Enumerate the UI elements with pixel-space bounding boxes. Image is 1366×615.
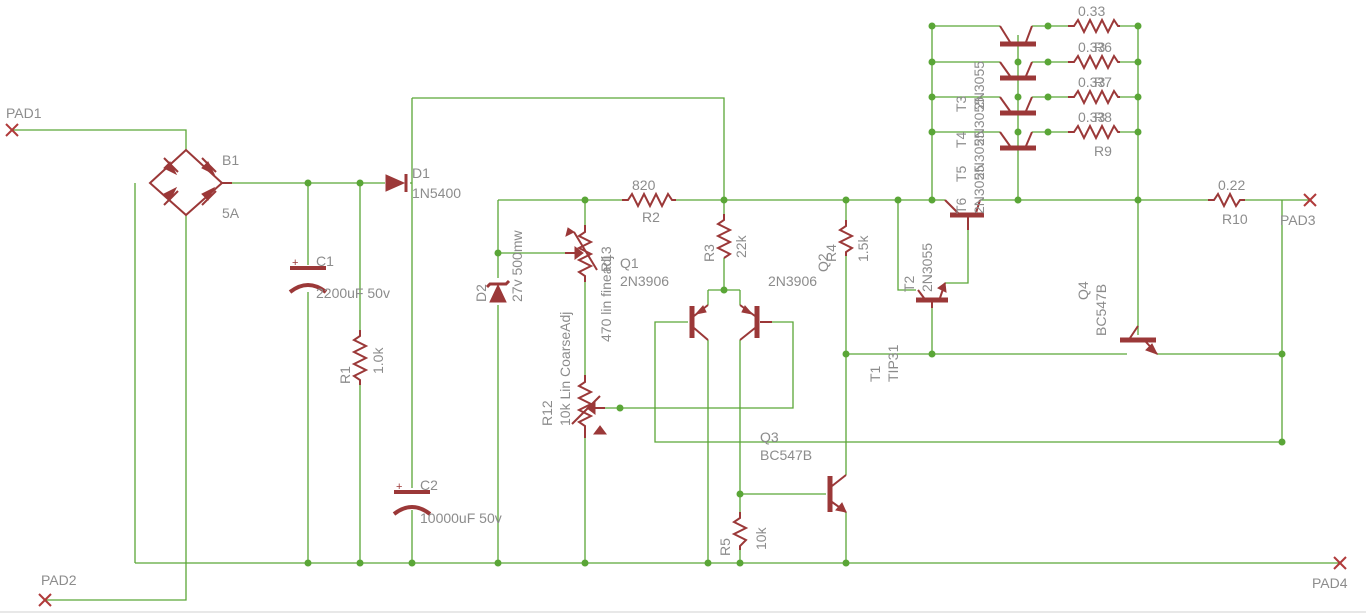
potentiometer-r13-symbol: [565, 225, 598, 282]
resistor-r1-symbol: [351, 330, 369, 385]
t4-value: 2N3055: [971, 97, 987, 146]
resistor-r4-symbol: [837, 220, 855, 256]
t2-name: T2: [901, 275, 917, 292]
resistor-r2-symbol: [622, 191, 676, 209]
d1-value: 1N5400: [412, 185, 461, 201]
t5-value: 2N3055: [971, 131, 987, 180]
bridge-rectifier-symbol: [148, 148, 232, 217]
q4-value: BC547B: [1093, 284, 1109, 336]
pad-4-label: PAD4: [1312, 575, 1348, 591]
q1-value: 2N3906: [620, 273, 669, 289]
resistor-r10-symbol: [1208, 191, 1245, 209]
t6-value: 2N3055: [971, 165, 987, 214]
t5-name: T5: [953, 165, 969, 182]
bridge-name: B1: [222, 152, 239, 168]
c1-value: 2200uF 50v: [316, 285, 390, 301]
r13-name: R13: [598, 246, 614, 272]
q3-name: Q3: [760, 429, 779, 445]
q2-name: Q2: [815, 253, 831, 272]
pad-2-marker: [38, 593, 52, 607]
r5-value: 10k: [753, 526, 769, 550]
transistor-q4-symbol: [1120, 325, 1159, 355]
t4-name: T4: [953, 131, 969, 148]
svg-text:+: +: [396, 481, 402, 493]
diode-d1-symbol: [385, 174, 408, 192]
t2-value: 2N3055: [919, 243, 935, 292]
potentiometer-r12-symbol: [571, 375, 607, 438]
pad-1-label: PAD1: [6, 105, 42, 121]
r2-value: 820: [632, 177, 656, 193]
r3-name: R3: [701, 244, 717, 262]
capacitor-c1-symbol: +: [288, 257, 328, 294]
bridge-value: 5A: [222, 205, 240, 221]
r6-value: 0.33: [1078, 3, 1105, 19]
transistor-q2-symbol: [739, 304, 772, 341]
q4-name: Q4: [1075, 281, 1091, 300]
transistor-q3-symbol: [827, 474, 847, 513]
r5-name: R5: [717, 538, 733, 556]
r1-value: 1.0k: [370, 347, 386, 374]
transistor-q1-symbol: [689, 304, 709, 341]
d2-value: 27v 500mw: [509, 230, 525, 302]
t3-name: T3: [953, 95, 969, 112]
t6-name: T6: [953, 197, 969, 214]
capacitor-c2-symbol: +: [392, 481, 432, 516]
r9-value: 0.33: [1078, 109, 1105, 125]
q2-value: 2N3906: [768, 273, 817, 289]
c2-name: C2: [420, 477, 438, 493]
pad-3-marker: [1303, 193, 1317, 207]
r6-name: R6: [1094, 39, 1112, 55]
r12-value: 10k Lin CoarseAdj: [557, 312, 573, 426]
pad-2-label: PAD2: [41, 572, 77, 588]
d1-name: D1: [412, 165, 430, 181]
c1-name: C1: [316, 253, 334, 269]
r4-name: R4: [823, 244, 839, 262]
r7-value: 0.33: [1078, 39, 1105, 55]
r10-name: R10: [1222, 211, 1248, 227]
pad-4-marker: [1333, 556, 1347, 570]
r12-name: R12: [539, 400, 555, 426]
output-transistor-stack-symbol: [999, 25, 1036, 151]
d2-name: D2: [473, 284, 489, 302]
resistor-r3-symbol: [715, 214, 733, 259]
q1-name: Q1: [620, 255, 639, 271]
wires: [12, 25, 1340, 601]
r7-name: R7: [1094, 74, 1112, 90]
r9-name: R9: [1094, 143, 1112, 159]
svg-text:+: +: [292, 257, 298, 269]
q3-value: BC547B: [760, 447, 812, 463]
c2-value: 10000uF 50v: [420, 510, 502, 526]
t3-value: 2N3055: [971, 61, 987, 110]
zener-diode-d2-symbol: [485, 279, 511, 303]
pad-1-marker: [5, 123, 19, 137]
resistor-r5-symbol: [731, 512, 749, 550]
r10-value: 0.22: [1218, 177, 1245, 193]
transistor-t6-symbol: [944, 199, 984, 230]
r2-name: R2: [642, 209, 660, 225]
transistor-t1-t2-symbol: [916, 282, 948, 308]
emitter-resistors-symbol: [1068, 17, 1120, 141]
t1-name: T1: [867, 365, 883, 382]
r4-value: 1.5k: [855, 235, 871, 262]
r8-name: R8: [1094, 109, 1112, 125]
pad-3-label: PAD3: [1280, 212, 1316, 228]
r13-value: 470 lin fineadj: [598, 256, 614, 342]
t1-value: TIP31: [885, 344, 901, 382]
junction-dots: [304, 22, 1286, 567]
r8-value: 0.33: [1078, 74, 1105, 90]
r3-value: 22k: [733, 234, 749, 258]
r1-name: R1: [337, 366, 353, 384]
